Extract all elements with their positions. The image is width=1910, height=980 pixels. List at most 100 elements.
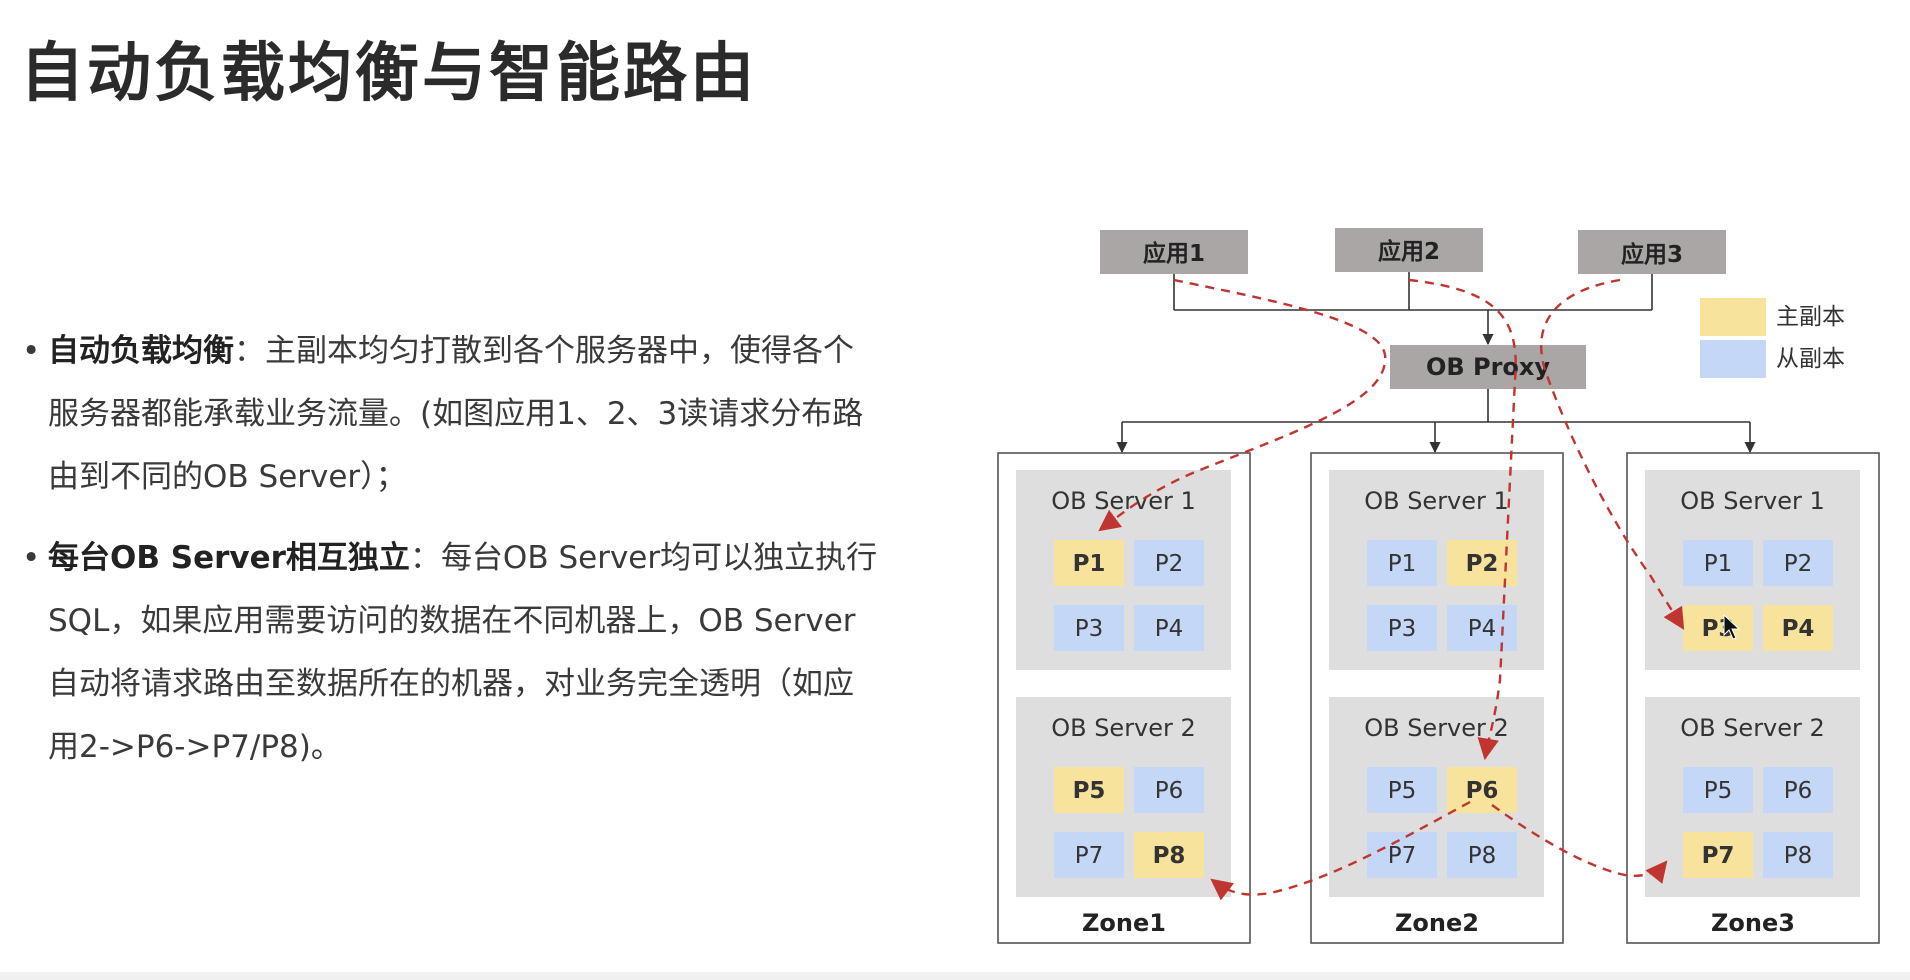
app-1-box: 应用1 bbox=[1100, 230, 1248, 274]
partition-p5: P5 bbox=[1683, 767, 1753, 813]
secondary-replica-cell bbox=[1763, 832, 1833, 878]
bullet-list: • 自动负载均衡：主副本均匀打散到各个服务器中，使得各个服务器都能承载业务流量。… bbox=[20, 320, 880, 797]
app1-to-z1-p1-arrow bbox=[1098, 278, 1387, 532]
secondary-replica-cell bbox=[1683, 540, 1753, 586]
partition-label: P1 bbox=[1073, 551, 1106, 577]
secondary-replica-cell bbox=[1447, 832, 1517, 878]
footer-bar bbox=[0, 972, 1910, 980]
partition-label: P1 bbox=[1704, 551, 1733, 577]
server-label: OB Server 2 bbox=[1364, 714, 1509, 742]
bullet-text: 主副本均匀打散到各个服务器中，使得各个服务器都能承载业务流量。(如图应用1、2、… bbox=[48, 333, 864, 495]
secondary-replica-cell bbox=[1367, 605, 1437, 651]
secondary-replica-cell bbox=[1367, 832, 1437, 878]
partition-p6: P6 bbox=[1134, 767, 1204, 813]
app-3-label: 应用3 bbox=[1621, 241, 1683, 268]
secondary-replica-cell bbox=[1367, 767, 1437, 813]
primary-replica-cell bbox=[1447, 767, 1517, 813]
partition-p6: P6 bbox=[1447, 767, 1517, 813]
partition-p5: P5 bbox=[1367, 767, 1437, 813]
app-1-label: 应用1 bbox=[1143, 240, 1205, 267]
partition-label: P8 bbox=[1153, 843, 1186, 869]
mouse-cursor-icon bbox=[1723, 613, 1741, 640]
partition-p3: P3 bbox=[1367, 605, 1437, 651]
primary-replica-cell bbox=[1134, 832, 1204, 878]
p6-to-z3-p7-arrow bbox=[1491, 804, 1668, 884]
primary-replica-cell bbox=[1054, 767, 1124, 813]
zone-label: Zone3 bbox=[1711, 909, 1795, 937]
secondary-replica-cell bbox=[1447, 605, 1517, 651]
app-2-box: 应用2 bbox=[1335, 228, 1483, 272]
legend: 主副本 从副本 bbox=[1700, 298, 1845, 378]
secondary-replica-cell bbox=[1054, 605, 1124, 651]
legend-replica-swatch bbox=[1700, 340, 1766, 378]
secondary-replica-cell bbox=[1763, 767, 1833, 813]
partition-p7: P7 bbox=[1054, 832, 1124, 878]
partition-label: P7 bbox=[1702, 843, 1735, 869]
partition-label: P2 bbox=[1466, 551, 1499, 577]
secondary-replica-cell bbox=[1134, 605, 1204, 651]
server-label: OB Server 1 bbox=[1051, 487, 1196, 515]
app3-to-z3-p3-arrow bbox=[1540, 278, 1685, 630]
ob-proxy-box: OB Proxy bbox=[1390, 345, 1586, 389]
partition-p1: P1 bbox=[1054, 540, 1124, 586]
secondary-replica-cell bbox=[1683, 767, 1753, 813]
partition-label: P6 bbox=[1155, 778, 1184, 804]
ob-proxy-label: OB Proxy bbox=[1426, 353, 1550, 381]
p6-to-z1-p8-arrow bbox=[1210, 800, 1471, 901]
server-label: OB Server 1 bbox=[1680, 487, 1825, 515]
bullet-dot: • bbox=[22, 333, 41, 369]
partition-label: P4 bbox=[1782, 616, 1815, 642]
partition-p7: P7 bbox=[1367, 832, 1437, 878]
partition-label: P2 bbox=[1784, 551, 1813, 577]
partition-p4: P4 bbox=[1134, 605, 1204, 651]
partition-label: P6 bbox=[1784, 778, 1813, 804]
secondary-replica-cell bbox=[1367, 540, 1437, 586]
partition-p5: P5 bbox=[1054, 767, 1124, 813]
secondary-replica-cell bbox=[1134, 767, 1204, 813]
partition-p3: P3 bbox=[1054, 605, 1124, 651]
app-3-box: 应用3 bbox=[1578, 230, 1726, 274]
legend-primary-label: 主副本 bbox=[1776, 304, 1845, 330]
partition-p6: P6 bbox=[1763, 767, 1833, 813]
partition-p1: P1 bbox=[1367, 540, 1437, 586]
bullet-separator: ： bbox=[234, 333, 265, 369]
partition-label: P7 bbox=[1075, 843, 1104, 869]
server-label: OB Server 1 bbox=[1364, 487, 1509, 515]
partition-label: P5 bbox=[1388, 778, 1417, 804]
partition-label: P8 bbox=[1784, 843, 1813, 869]
primary-replica-cell bbox=[1683, 605, 1753, 651]
secondary-replica-cell bbox=[1054, 832, 1124, 878]
partition-label: P4 bbox=[1155, 616, 1184, 642]
bullet-independent-server: • 每台OB Server相互独立：每台OB Server均可以独立执行SQL，… bbox=[20, 527, 880, 779]
partition-p8: P8 bbox=[1763, 832, 1833, 878]
partition-label: P3 bbox=[1388, 616, 1417, 642]
partition-p8: P8 bbox=[1447, 832, 1517, 878]
bullet-lead: 自动负载均衡 bbox=[48, 333, 234, 369]
proxy-zone-connectors bbox=[1116, 389, 1756, 454]
primary-replica-cell bbox=[1763, 605, 1833, 651]
partition-label: P3 bbox=[1075, 616, 1104, 642]
partition-p2: P2 bbox=[1763, 540, 1833, 586]
secondary-replica-cell bbox=[1763, 540, 1833, 586]
partition-p2: P2 bbox=[1134, 540, 1204, 586]
bullet-lead: 每台OB Server相互独立 bbox=[48, 540, 410, 576]
bullet-separator: ： bbox=[409, 540, 441, 576]
zone-label: Zone2 bbox=[1395, 909, 1479, 937]
server-label: OB Server 2 bbox=[1680, 714, 1825, 742]
partition-label: P5 bbox=[1073, 778, 1106, 804]
partition-p4: P4 bbox=[1763, 605, 1833, 651]
partition-label: P8 bbox=[1468, 843, 1497, 869]
partition-p8: P8 bbox=[1134, 832, 1204, 878]
partition-label: P4 bbox=[1468, 616, 1497, 642]
server-label: OB Server 2 bbox=[1051, 714, 1196, 742]
partition-p3: P3 bbox=[1683, 605, 1753, 651]
